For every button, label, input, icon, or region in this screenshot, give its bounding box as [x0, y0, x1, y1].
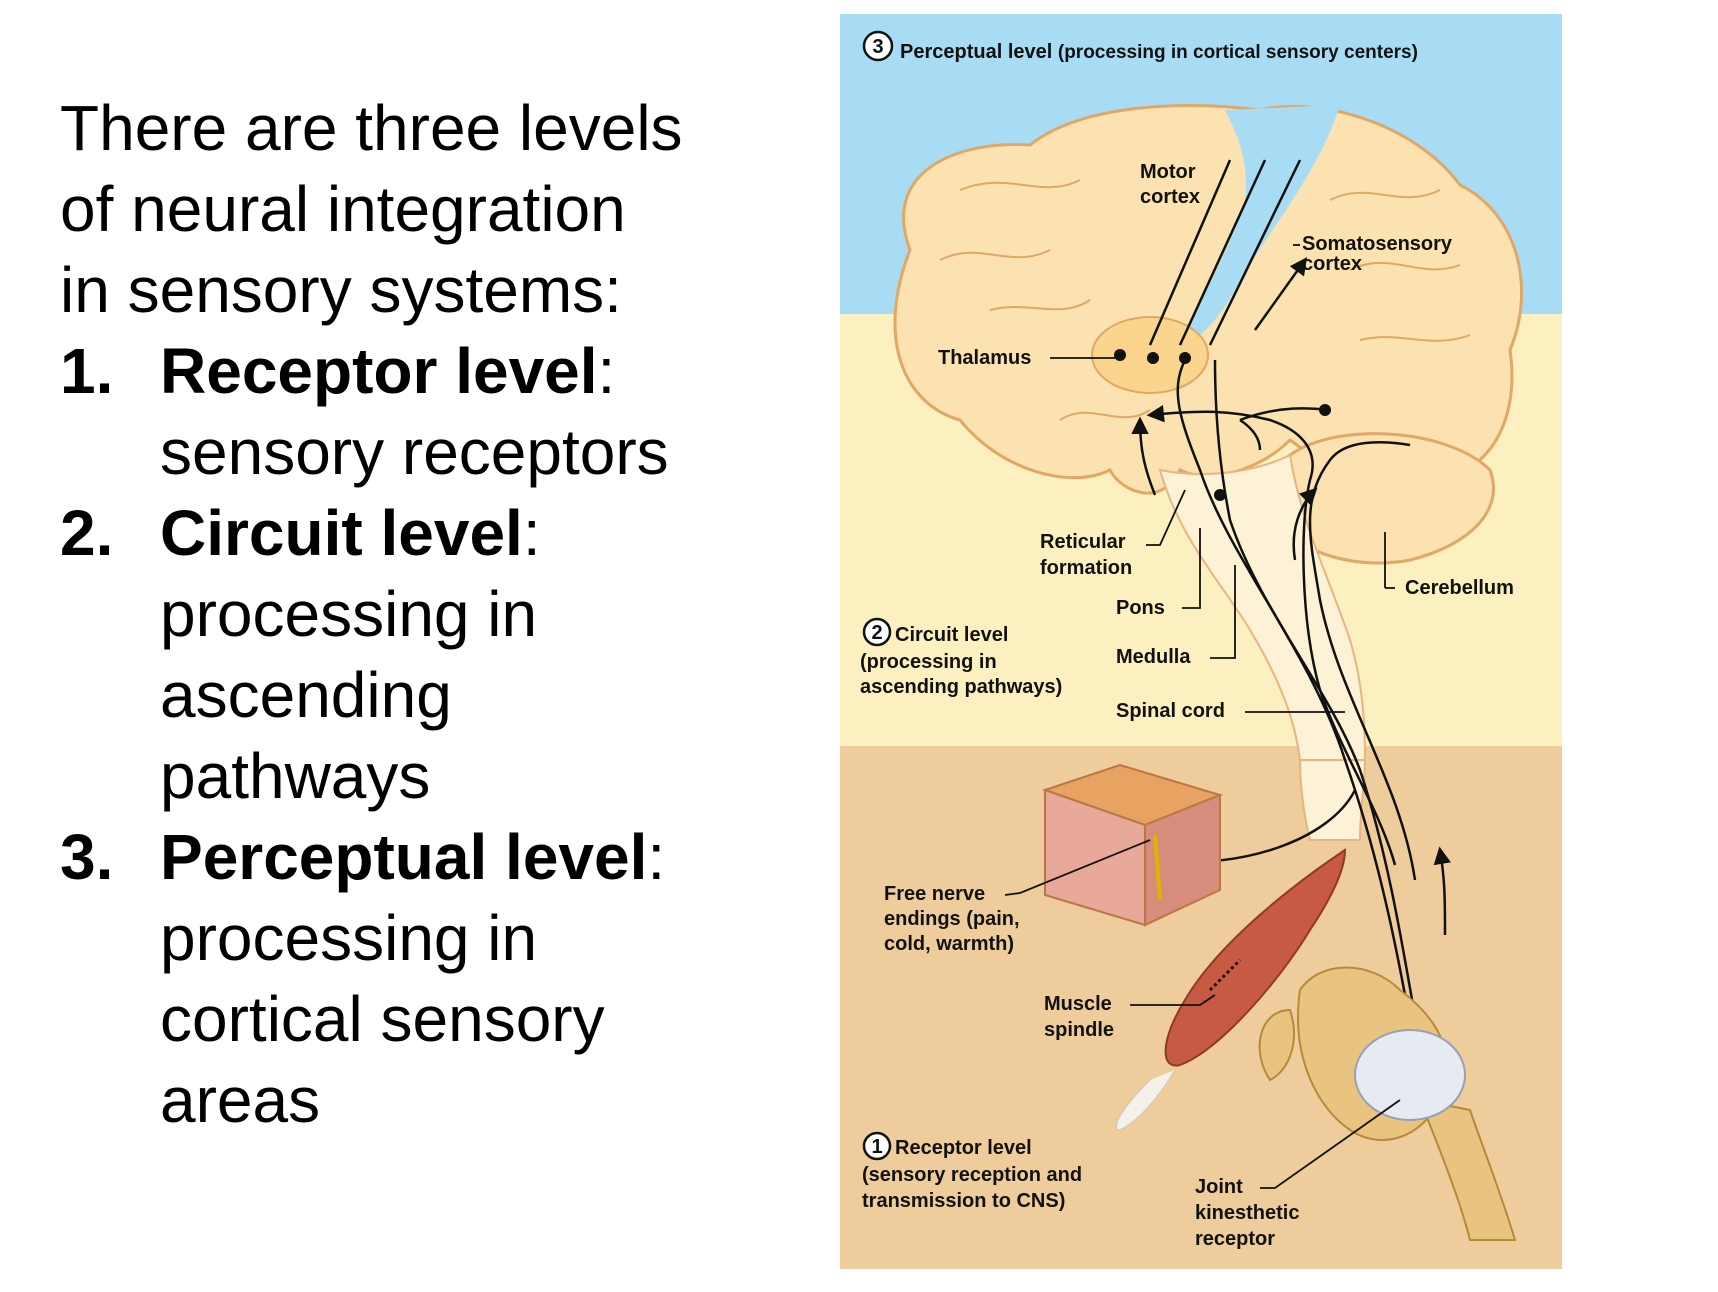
label-free-nerve-endings: Free nerve endings (pain, cold, warmth): [884, 883, 1025, 955]
ascending-pathways: [1131, 159, 1451, 1081]
level-name: Receptor level: [160, 335, 598, 407]
spinal-cord: [1298, 759, 1367, 841]
motor-cortex-band: [1180, 105, 1340, 345]
level-item-circuit: 2. Circuit level: processing in ascendin…: [60, 493, 780, 817]
leader-lines: [1004, 244, 1401, 1189]
level-number: 1.: [60, 335, 114, 407]
label-muscle-spindle: Muscle spindle: [1044, 993, 1117, 1041]
level-desc: processing in: [160, 902, 538, 974]
brain-cerebellum: [1273, 432, 1495, 565]
label-motor-cortex: Motor cortex: [1140, 161, 1201, 208]
muscle: [1115, 848, 1347, 1131]
skin-block: [1041, 763, 1224, 927]
label-spinal-cord: Spinal cord: [1116, 700, 1225, 722]
level-item-perceptual: 3. Perceptual level: processing in corti…: [60, 817, 780, 1141]
label-thalamus: Thalamus: [938, 347, 1031, 369]
level-number: 3.: [60, 821, 114, 893]
receptor-number-badge: [862, 1131, 892, 1161]
level-desc: cortical sensory: [160, 983, 605, 1055]
level-name: Perceptual level: [160, 821, 648, 893]
synapse-dots: [1114, 349, 1331, 501]
intro-line: in sensory systems:: [60, 254, 622, 326]
label-cerebellum: Cerebellum: [1405, 577, 1514, 599]
label-reticular-formation: Reticular formation: [1040, 531, 1132, 579]
level-colon: :: [647, 821, 666, 893]
circuit-title: Circuit level: [895, 624, 1008, 646]
circuit-number-badge: [862, 617, 892, 647]
receptor-number: 1: [871, 1136, 882, 1158]
level-desc: pathways: [160, 740, 431, 812]
label-somatosensory-cortex: Somatosensory cortex: [1302, 233, 1458, 275]
intro-line: There are three levels: [60, 92, 683, 164]
level-desc: ascending: [160, 659, 452, 731]
level-desc: areas: [160, 1064, 321, 1136]
levels-list: 1. Receptor level: sensory receptors 2. …: [60, 331, 780, 1141]
brain-gyri: [939, 179, 1471, 421]
label-medulla: Medulla: [1116, 646, 1191, 668]
level-name: Circuit level: [160, 497, 523, 569]
receptor-subtitle: (sensory reception and transmission to C…: [862, 1164, 1088, 1212]
label-joint-receptor: Joint kinesthetic receptor: [1195, 1176, 1305, 1250]
level-desc: processing in: [160, 578, 538, 650]
perceptual-number: 3: [872, 36, 883, 58]
circuit-subtitle: (processing in ascending pathways): [860, 651, 1062, 698]
level-colon: :: [597, 335, 616, 407]
perceptual-number-badge: [862, 30, 894, 62]
slide-text: There are three levels of neural integra…: [60, 88, 780, 1141]
receptor-title: Receptor level: [895, 1137, 1032, 1159]
perceptual-title: Perceptual level (processing in cortical…: [900, 41, 1418, 63]
level-desc: sensory receptors: [160, 416, 669, 488]
hip-joint: [1258, 966, 1517, 1241]
intro-line: of neural integration: [60, 173, 626, 245]
circuit-number: 2: [871, 622, 882, 644]
level-number: 2.: [60, 497, 114, 569]
label-pons: Pons: [1116, 597, 1165, 619]
level-colon: :: [522, 497, 541, 569]
level-item-receptor: 1. Receptor level: sensory receptors: [60, 331, 780, 493]
